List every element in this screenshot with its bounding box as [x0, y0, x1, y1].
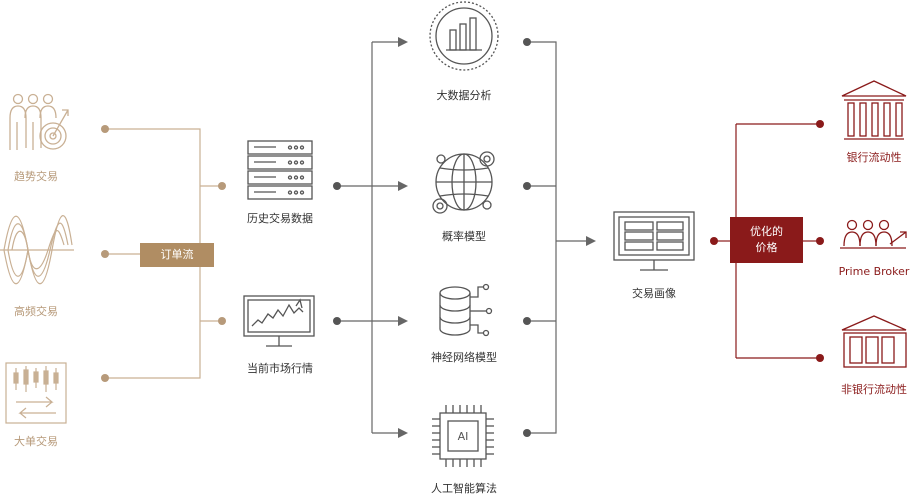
probability-model-label: 概率模型 — [442, 230, 486, 243]
prime-broker-label: Prime Broker — [838, 265, 910, 278]
big-data-label: 大数据分析 — [436, 89, 492, 102]
ai-chip-text: AI — [458, 430, 469, 443]
neural-network-database-icon — [439, 283, 493, 337]
trading-profile-label: 交易画像 — [632, 287, 676, 300]
server-icon — [247, 140, 313, 200]
model-arrows — [398, 37, 596, 438]
trading-profile-monitor-icon — [613, 211, 695, 271]
ai-chip-icon — [432, 405, 494, 467]
optimized-price-line2: 价格 — [755, 241, 778, 254]
order-flow-label: 订单流 — [160, 248, 194, 261]
optimized-price-box — [730, 217, 803, 263]
trend-trading-icon — [9, 93, 69, 150]
model-dots — [333, 38, 531, 437]
neural-network-label: 神经网络模型 — [431, 351, 497, 364]
output-dots — [710, 120, 824, 362]
source-dots — [101, 125, 226, 382]
block-trading-icon — [5, 362, 67, 424]
market-quote-label: 当前市场行情 — [247, 362, 313, 375]
non-bank-liquidity-label: 非银行流动性 — [841, 383, 907, 396]
probability-globe-icon — [432, 151, 495, 214]
historical-data-label: 历史交易数据 — [247, 212, 313, 225]
ai-algorithm-label: 人工智能算法 — [431, 482, 497, 495]
big-data-icon — [429, 1, 499, 71]
trend-trading-label: 趋势交易 — [14, 170, 58, 183]
optimized-price-line1: 优化的 — [750, 225, 783, 238]
order-flow-box — [140, 243, 214, 267]
block-trading-label: 大单交易 — [14, 435, 58, 448]
bank-liquidity-label: 银行流动性 — [846, 151, 902, 164]
optimized-price-text: 优化的 价格 — [730, 217, 803, 263]
non-bank-building-icon — [841, 315, 907, 368]
bank-icon — [841, 80, 907, 140]
market-monitor-icon — [243, 295, 315, 347]
hft-label: 高频交易 — [14, 305, 58, 318]
prime-broker-people-icon — [840, 219, 907, 249]
hft-wave-icon — [0, 215, 74, 285]
model-connectors — [337, 41, 588, 434]
